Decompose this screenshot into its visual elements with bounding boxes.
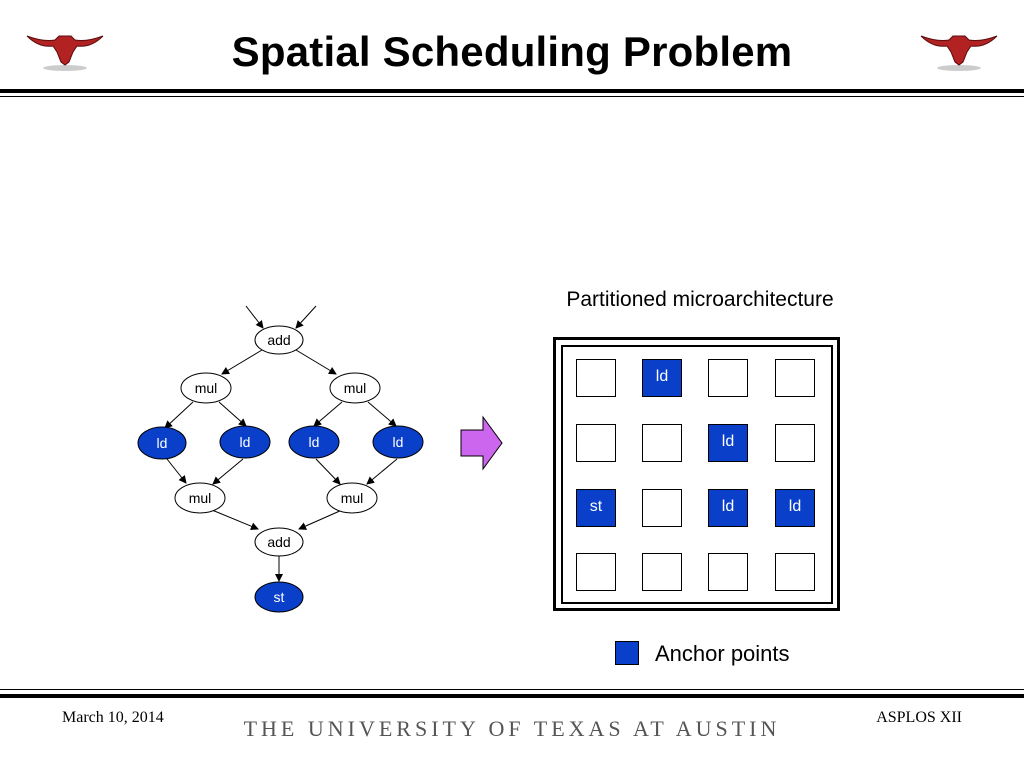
svg-text:mul: mul [189, 490, 212, 506]
edge-mul-ld-2 [218, 401, 247, 427]
anchor-legend-swatch [615, 641, 639, 665]
tile-r1-c0 [576, 424, 616, 462]
node-add-top: add [254, 325, 304, 355]
svg-text:st: st [274, 589, 285, 605]
tile-r0-c0 [576, 359, 616, 397]
svg-text:mul: mul [344, 380, 367, 396]
input-edge-right [295, 305, 317, 329]
edge-mul-add-right [298, 509, 343, 530]
node-ld-3: ld [288, 425, 340, 459]
tile-r2-c3: ld [775, 489, 815, 527]
node-mul-bottom-left: mul [174, 482, 226, 514]
input-edge-left [245, 305, 264, 329]
dataflow-graph: add mul mul ld ld ld ld mul mul add st [137, 305, 503, 613]
svg-text:ld: ld [309, 434, 320, 450]
node-ld-1: ld [137, 426, 187, 460]
edge-mul-ld-1 [164, 401, 194, 429]
node-mul-left: mul [180, 372, 232, 404]
tile-r0-c1: ld [642, 359, 682, 397]
node-ld-4: ld [372, 425, 424, 459]
svg-text:mul: mul [341, 490, 364, 506]
tile-r0-c3 [775, 359, 815, 397]
footer-date: March 10, 2014 [62, 709, 164, 726]
node-mul-bottom-right: mul [326, 482, 378, 514]
tile-r0-c2 [708, 359, 748, 397]
tile-r2-c1 [642, 489, 682, 527]
edge-ld1-mul [166, 458, 187, 484]
edge-add-mul-left [221, 349, 263, 375]
mapping-arrow-icon [460, 415, 503, 471]
node-ld-2: ld [219, 425, 271, 459]
microarchitecture-inner-frame [561, 345, 833, 604]
tile-r3-c1 [642, 553, 682, 591]
tile-r1-c1 [642, 424, 682, 462]
footer-university: THE UNIVERSITY OF TEXAS AT AUSTIN [243, 716, 781, 741]
svg-text:ld: ld [393, 434, 404, 450]
node-mul-right: mul [329, 372, 381, 404]
svg-text:ld: ld [157, 435, 168, 451]
svg-text:add: add [267, 534, 290, 550]
tile-r3-c3 [775, 553, 815, 591]
longhorn-logo-left [26, 35, 104, 71]
node-st: st [254, 581, 304, 613]
tile-r1-c3 [775, 424, 815, 462]
tile-r1-c2: ld [708, 424, 748, 462]
edge-mul-ld-3 [313, 401, 343, 427]
edge-ld3-mul [315, 458, 341, 485]
tile-r3-c0 [576, 553, 616, 591]
edge-ld4-mul [366, 458, 398, 485]
tile-r2-c2: ld [708, 489, 748, 527]
tile-r3-c2 [708, 553, 748, 591]
tile-r2-c0: st [576, 489, 616, 527]
edge-add-mul-right [295, 349, 337, 375]
title-rule-thin [0, 96, 1024, 97]
microarchitecture-outer-frame [553, 337, 840, 611]
microarchitecture-caption: Partitioned microarchitecture [566, 288, 834, 311]
node-add-bottom: add [254, 527, 304, 557]
edge-mul-ld-4 [367, 401, 397, 427]
slide-title: Spatial Scheduling Problem [231, 28, 793, 75]
svg-text:add: add [267, 332, 290, 348]
footer-venue: ASPLOS XII [876, 709, 962, 726]
edge-mul-add-left [211, 509, 259, 531]
longhorn-logo-right [920, 35, 998, 71]
svg-text:ld: ld [240, 434, 251, 450]
anchor-legend-label: Anchor points [655, 641, 790, 666]
svg-text:mul: mul [195, 380, 218, 396]
edge-ld2-mul [212, 458, 244, 485]
footer-rule-thin [0, 689, 1024, 690]
title-rule-thick [0, 89, 1024, 93]
footer-rule-thick [0, 694, 1024, 698]
